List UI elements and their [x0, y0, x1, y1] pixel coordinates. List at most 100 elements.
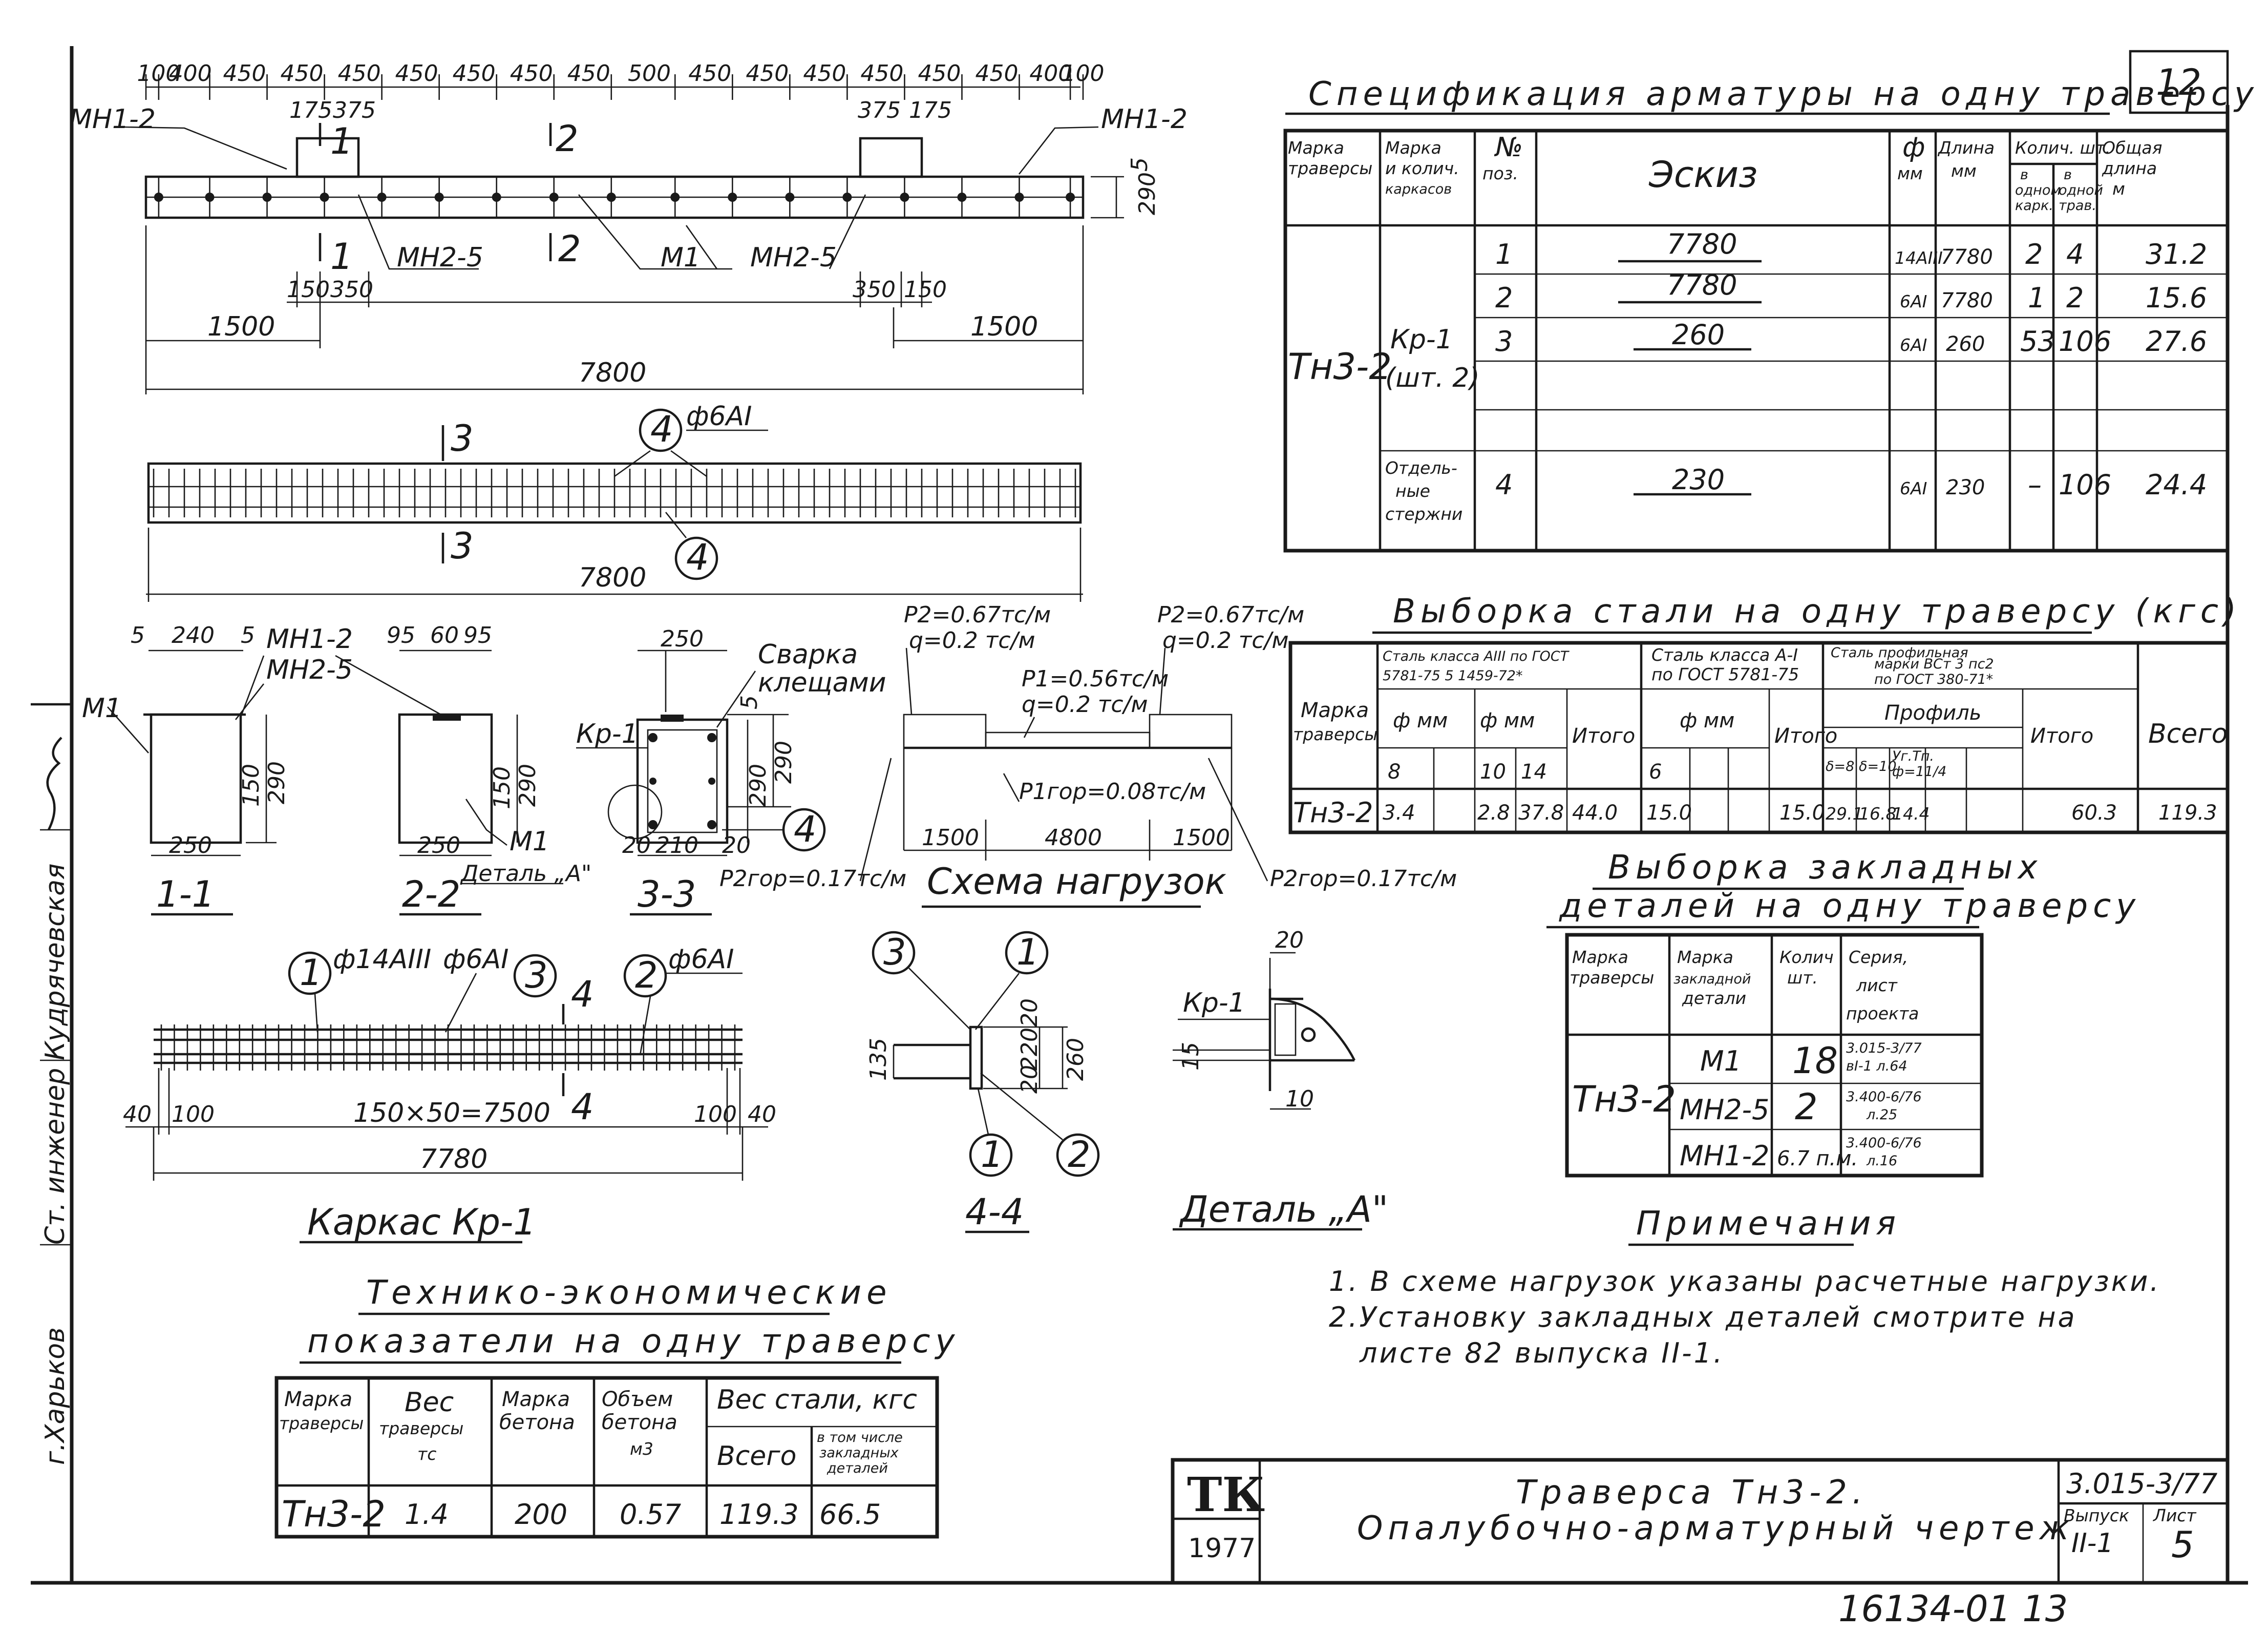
tei-row-concrete: 200 — [515, 1498, 567, 1531]
embed-h-series-3: проекта — [1846, 1003, 1919, 1023]
section-3-mark-top: 3 — [451, 417, 474, 459]
kr1-bar3: ф6АI — [443, 944, 508, 975]
s3-weld-1: Сварка — [758, 639, 858, 670]
spec-h-pos-2: поз. — [1482, 163, 1518, 183]
tei-h-weight-2: траверсы — [379, 1418, 463, 1438]
embedded-table: Выборка закладных деталей на одну травер… — [1546, 849, 2140, 1178]
dim-150-right: 150 — [904, 277, 947, 303]
title-line2: Опалубочно-арматурный чертеж — [1357, 1510, 2074, 1547]
plan-top-dim-10: 450 — [688, 60, 731, 87]
kr1-dim-40-right: 40 — [748, 1101, 776, 1127]
s4-mark1: 1 — [1016, 931, 1040, 973]
elevation-bar-mark-circle — [639, 408, 683, 452]
steel-row-p1: 29.1 — [1826, 804, 1863, 824]
side-stamp-org: г.Харьков — [40, 1327, 71, 1465]
spec-r3-pos: 3 — [1495, 325, 1513, 358]
s4-dim-20b: 20 — [1016, 1065, 1043, 1094]
s1-dim-width: 250 — [169, 832, 212, 859]
section-3-3: 250 290 5 290 Кр-1 Сварка клещами 4 20 2… — [576, 626, 886, 916]
steel-row-it3: 60.3 — [2071, 801, 2117, 825]
steel-row-total: 119.3 — [2158, 801, 2217, 825]
tei-h-volume-2: бетона — [602, 1411, 677, 1434]
steel-h-itogo-1: Итого — [1572, 724, 1635, 748]
tei-h-weight-1: Вес — [405, 1387, 454, 1418]
s3-bar-mark: 4 — [794, 808, 817, 850]
title-issue-label: Выпуск — [2064, 1505, 2129, 1525]
s1-label-m1: М1 — [82, 693, 122, 724]
spec-h-frame-1: Марка — [1385, 138, 1442, 158]
steel-sub-10: 10 — [1480, 760, 1506, 784]
spec-separate-1: Отдель- — [1385, 458, 1457, 478]
title-year: 1977 — [1188, 1533, 1256, 1564]
plan-top-dim-6: 450 — [453, 60, 496, 87]
spec-r1-qb: 4 — [2066, 238, 2084, 270]
embed-mark: Тн3-2 — [1572, 1078, 1676, 1120]
tei-h-volume-3: м3 — [630, 1439, 653, 1459]
spec-row-1: 1 7780 14АIII 7780 2 4 31.2 — [1495, 228, 2207, 270]
load-q-left: q=0.2 тс/м — [909, 627, 1035, 654]
steel-h-g3-2: марки ВСт 3 пс2 — [1874, 656, 1994, 672]
plan-embedded-parts — [154, 177, 1075, 218]
steel-h-itogo-3: Итого — [2030, 724, 2093, 748]
s4-dim-220: 220 — [1016, 1028, 1043, 1071]
load-p2-gor-left: P2гор=0.17тс/м — [719, 866, 906, 892]
tei-row-mark: Тн3-2 — [282, 1493, 386, 1535]
dim-5: 5 — [1127, 157, 1153, 172]
kr1-caption: Каркас Кр-1 — [307, 1201, 536, 1243]
steel-row-p2: 16.8 — [1859, 804, 1896, 824]
kr1-dim-100-left: 100 — [172, 1101, 215, 1127]
spec-h-qa-3: карк. — [2015, 198, 2053, 214]
s2-dim-a: 95 — [387, 622, 415, 648]
sheet-number: 12 — [2156, 61, 2201, 103]
spec-h-qb-3: трав. — [2059, 198, 2096, 214]
spec-r2-total: 15.6 — [2146, 282, 2207, 314]
embed-h-mark-1: Марка — [1572, 947, 1628, 967]
section-4-mark-bot: 4 — [571, 1086, 594, 1128]
s2-dim-c: 95 — [463, 622, 492, 648]
spec-h-total-2: длина — [2102, 158, 2157, 178]
span-left: 1500 — [207, 311, 275, 342]
spec-r1-total: 31.2 — [2146, 238, 2207, 270]
embed-r3-part: МН1-2 — [1680, 1140, 1769, 1172]
elevation-bar-mark: 4 — [650, 408, 673, 450]
embed-row-2: МН2-5 2 3.400-6/76 л.25 — [1680, 1086, 1922, 1128]
section-3-mark-bot: 3 — [451, 525, 474, 567]
plan-top-dim-3: 450 — [281, 60, 324, 87]
tei-h-concrete-1: Марка — [502, 1388, 570, 1411]
spec-frame-count: (шт. 2) — [1385, 363, 1480, 393]
side-stamp-name: Кудрячевская — [40, 864, 71, 1060]
spec-h-sketch: Эскиз — [1648, 154, 1757, 196]
plan-top-dim-14: 450 — [918, 60, 961, 87]
embed-h-series-2: лист — [1856, 975, 1898, 995]
s1-label-mn2: МН2-5 — [266, 655, 353, 685]
spec-h-mark-1: Марка — [1288, 138, 1344, 158]
load-p2-left: P2=0.67тс/м — [904, 602, 1051, 628]
dim-350-left: 350 — [330, 277, 373, 303]
side-stamp: Ст. инженер Кудрячевская г.Харьков — [40, 737, 72, 1465]
plan-top-dim-13: 450 — [860, 60, 903, 87]
steel-sub-p3-1: Уг.Тп. — [1892, 748, 1934, 764]
elevation-bar-label: ф6АI — [686, 401, 752, 432]
spec-h-qty: Колич. шт. — [2015, 138, 2111, 158]
spec-row-4: 4 230 6АI 230 – 106 24.4 — [1495, 464, 2207, 501]
embed-h-qty-2: шт. — [1787, 968, 1818, 988]
s4-mark3: 3 — [883, 931, 906, 973]
s2-dim-b: 60 — [430, 622, 459, 648]
embed-row-1: М1 18 3.015-3/77 вI-1 л.64 — [1700, 1040, 1922, 1082]
plate-mn2-right — [859, 137, 923, 178]
s3-label-kr: Кр-1 — [576, 719, 639, 749]
tei-h-volume-1: Объем — [602, 1388, 673, 1411]
s3-cage — [647, 729, 718, 833]
tei-h-steel-embed-2: закладных — [819, 1445, 899, 1461]
steel-row-p3: 14.4 — [1892, 804, 1930, 824]
embed-title-2: деталей на одну траверсу — [1559, 887, 2140, 925]
s1-dim-mid: 240 — [172, 622, 215, 648]
s4-caption: 4-4 — [965, 1191, 1024, 1233]
s2-caption: 2-2 — [402, 873, 460, 915]
tei-h-steel-embed-3: деталей — [826, 1460, 888, 1476]
tei-title-1: Технико-экономические — [366, 1274, 892, 1312]
section-2-mark-bot: 2 — [558, 228, 581, 270]
load-dim-mid: 4800 — [1045, 825, 1102, 851]
s3-dim-left: 20 — [622, 832, 651, 859]
plan-top-dim-7: 450 — [510, 60, 553, 87]
